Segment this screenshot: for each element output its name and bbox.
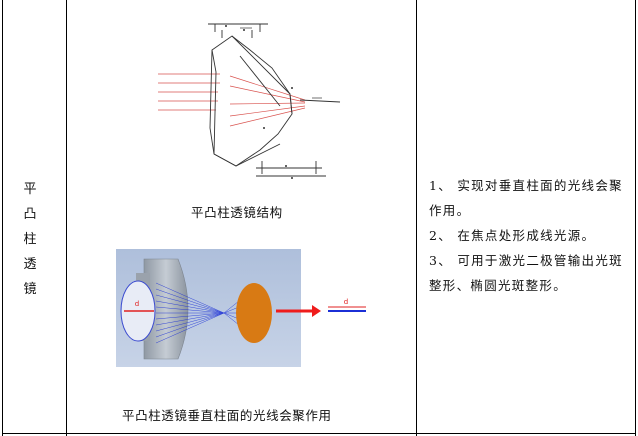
column-divider-2 bbox=[416, 0, 417, 436]
figure2-caption: 平凸柱透镜垂直柱面的光线会聚作用 bbox=[122, 408, 332, 423]
row-title-char: 凸 bbox=[23, 207, 37, 222]
description-item: 3、 可用于激光二极管输出光斑整形、椭圆光斑整形。 bbox=[429, 253, 623, 293]
table-left-border bbox=[2, 0, 3, 436]
label-d-left: d bbox=[135, 300, 139, 308]
output-spot-icon bbox=[236, 283, 272, 343]
arrow-icon bbox=[312, 305, 321, 317]
table-right-border bbox=[635, 0, 636, 436]
illustration-background-right bbox=[301, 249, 408, 367]
table-bottom-border bbox=[2, 433, 636, 434]
description-item: 2、 在焦点处形成线光源。 bbox=[429, 228, 596, 243]
label-d-right: d bbox=[344, 298, 348, 306]
row-title-char: 平 bbox=[23, 182, 37, 197]
description-item: 1、 实现对垂直柱面的光线会聚作用。 bbox=[429, 178, 623, 218]
row-title-char: 柱 bbox=[23, 232, 37, 247]
row-title-char: 镜 bbox=[23, 282, 37, 297]
beam-focusing-illustration: d d bbox=[116, 249, 408, 367]
description-list: 1、 实现对垂直柱面的光线会聚作用。 2、 在焦点处形成线光源。 3、 可用于激… bbox=[429, 173, 635, 298]
lens-structure-diagram bbox=[158, 23, 341, 179]
column-divider-1 bbox=[66, 0, 67, 436]
figure1-caption: 平凸柱透镜结构 bbox=[191, 205, 283, 220]
row-title-char: 透 bbox=[23, 257, 37, 272]
row-title: 平 凸 柱 透 镜 bbox=[22, 177, 38, 302]
